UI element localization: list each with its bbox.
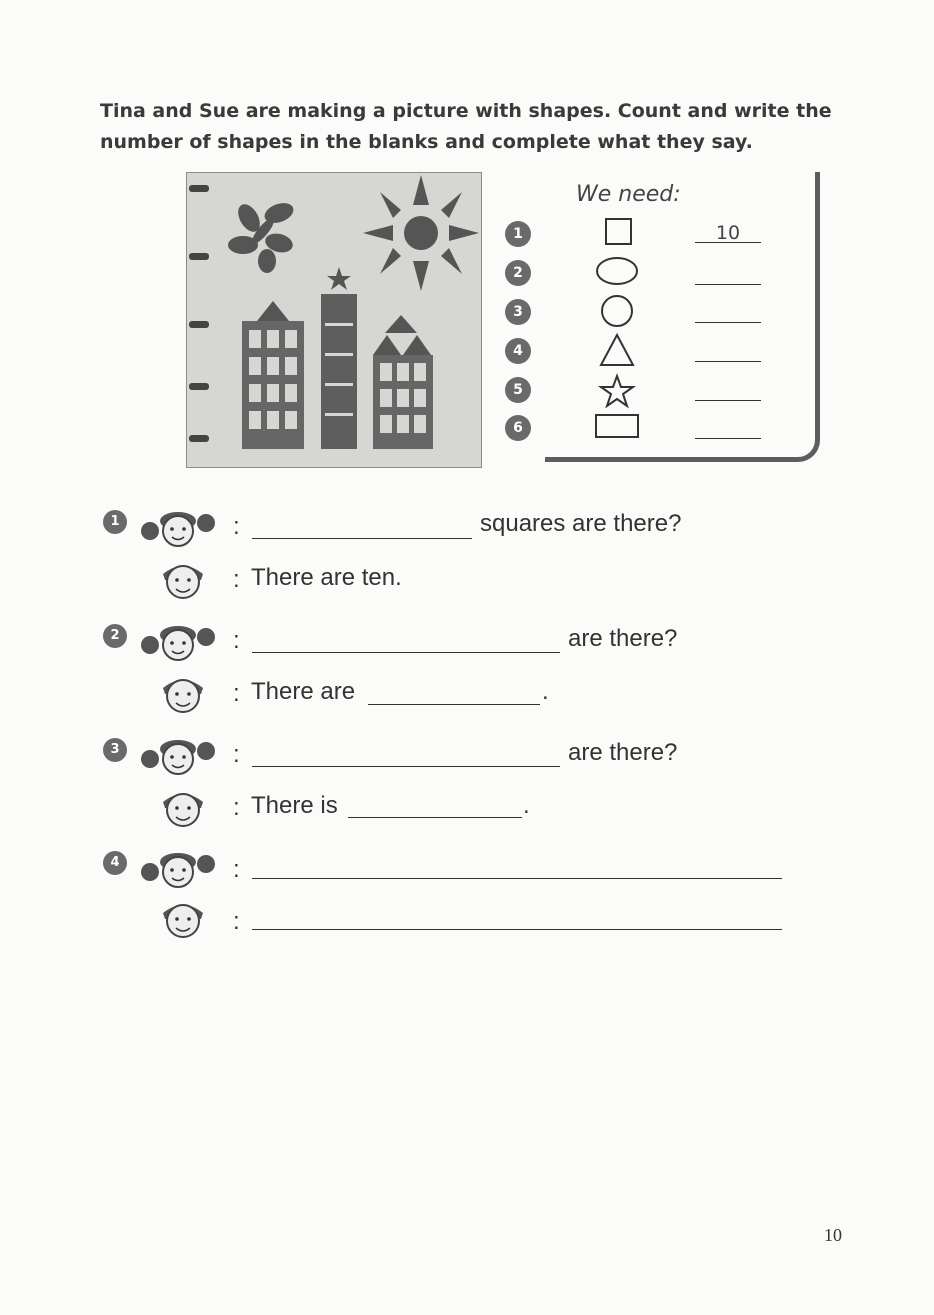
colon: : bbox=[233, 680, 240, 707]
boy-face-icon bbox=[163, 679, 203, 713]
circle-icon bbox=[601, 295, 633, 327]
colon: : bbox=[233, 741, 240, 768]
question-blank-4[interactable] bbox=[252, 877, 782, 879]
question-blank-1[interactable] bbox=[252, 537, 472, 539]
oval-icon bbox=[596, 257, 638, 285]
colon: : bbox=[233, 627, 240, 654]
answer-blank-3[interactable] bbox=[695, 302, 761, 323]
instructions: Tina and Sue are making a picture with s… bbox=[100, 100, 832, 153]
colon: : bbox=[233, 566, 240, 593]
answer-text-3: There is bbox=[251, 792, 338, 819]
girl-face-icon bbox=[141, 853, 215, 888]
answer-blank-4[interactable] bbox=[695, 341, 761, 362]
answer-period-2: . bbox=[542, 678, 549, 705]
answer-period-3: . bbox=[523, 792, 530, 819]
boy-face-icon bbox=[163, 904, 203, 938]
colon: : bbox=[233, 513, 240, 540]
we-need-title: We need: bbox=[576, 182, 681, 207]
girl-face-icon bbox=[141, 626, 215, 661]
colon: : bbox=[233, 908, 240, 935]
boy-face-icon bbox=[163, 793, 203, 827]
answer-text-2: There are bbox=[251, 678, 356, 705]
colon: : bbox=[233, 856, 240, 883]
answer-blank-dialogue-3[interactable] bbox=[348, 816, 522, 818]
question-blank-2[interactable] bbox=[252, 651, 560, 653]
answer-blank-6[interactable] bbox=[695, 418, 761, 439]
triangle-icon bbox=[599, 332, 635, 366]
square-icon bbox=[605, 218, 632, 245]
item-number-4: 4 bbox=[505, 338, 531, 364]
star-icon bbox=[598, 373, 637, 409]
girl-face-icon bbox=[141, 740, 215, 775]
answer-blank-2[interactable] bbox=[695, 264, 761, 285]
answer-blank-dialogue-4[interactable] bbox=[252, 928, 782, 930]
we-need-box bbox=[545, 172, 820, 462]
question-number-1: 1 bbox=[103, 510, 127, 534]
question-number-3: 3 bbox=[103, 738, 127, 762]
question-number-2: 2 bbox=[103, 624, 127, 648]
item-number-2: 2 bbox=[505, 260, 531, 286]
colon: : bbox=[233, 794, 240, 821]
girl-face-icon bbox=[141, 512, 215, 547]
item-number-6: 6 bbox=[505, 415, 531, 441]
answer-blank-dialogue-2[interactable] bbox=[368, 703, 540, 705]
page-number: 10 bbox=[824, 1225, 842, 1245]
boy-face-icon bbox=[163, 565, 203, 599]
shapes-picture bbox=[186, 172, 482, 468]
answer-text-1: There are ten. bbox=[251, 564, 402, 591]
answer-blank-5[interactable] bbox=[695, 380, 761, 401]
rectangle-icon bbox=[595, 414, 639, 438]
question-text-2: are there? bbox=[568, 625, 678, 652]
question-text-3: are there? bbox=[568, 739, 678, 766]
question-number-4: 4 bbox=[103, 851, 127, 875]
question-text-1: squares are there? bbox=[480, 510, 682, 537]
answer-blank-1[interactable]: 10 bbox=[695, 222, 761, 244]
item-number-1: 1 bbox=[505, 221, 531, 247]
question-blank-3[interactable] bbox=[252, 765, 560, 767]
item-number-3: 3 bbox=[505, 299, 531, 325]
item-number-5: 5 bbox=[505, 377, 531, 403]
